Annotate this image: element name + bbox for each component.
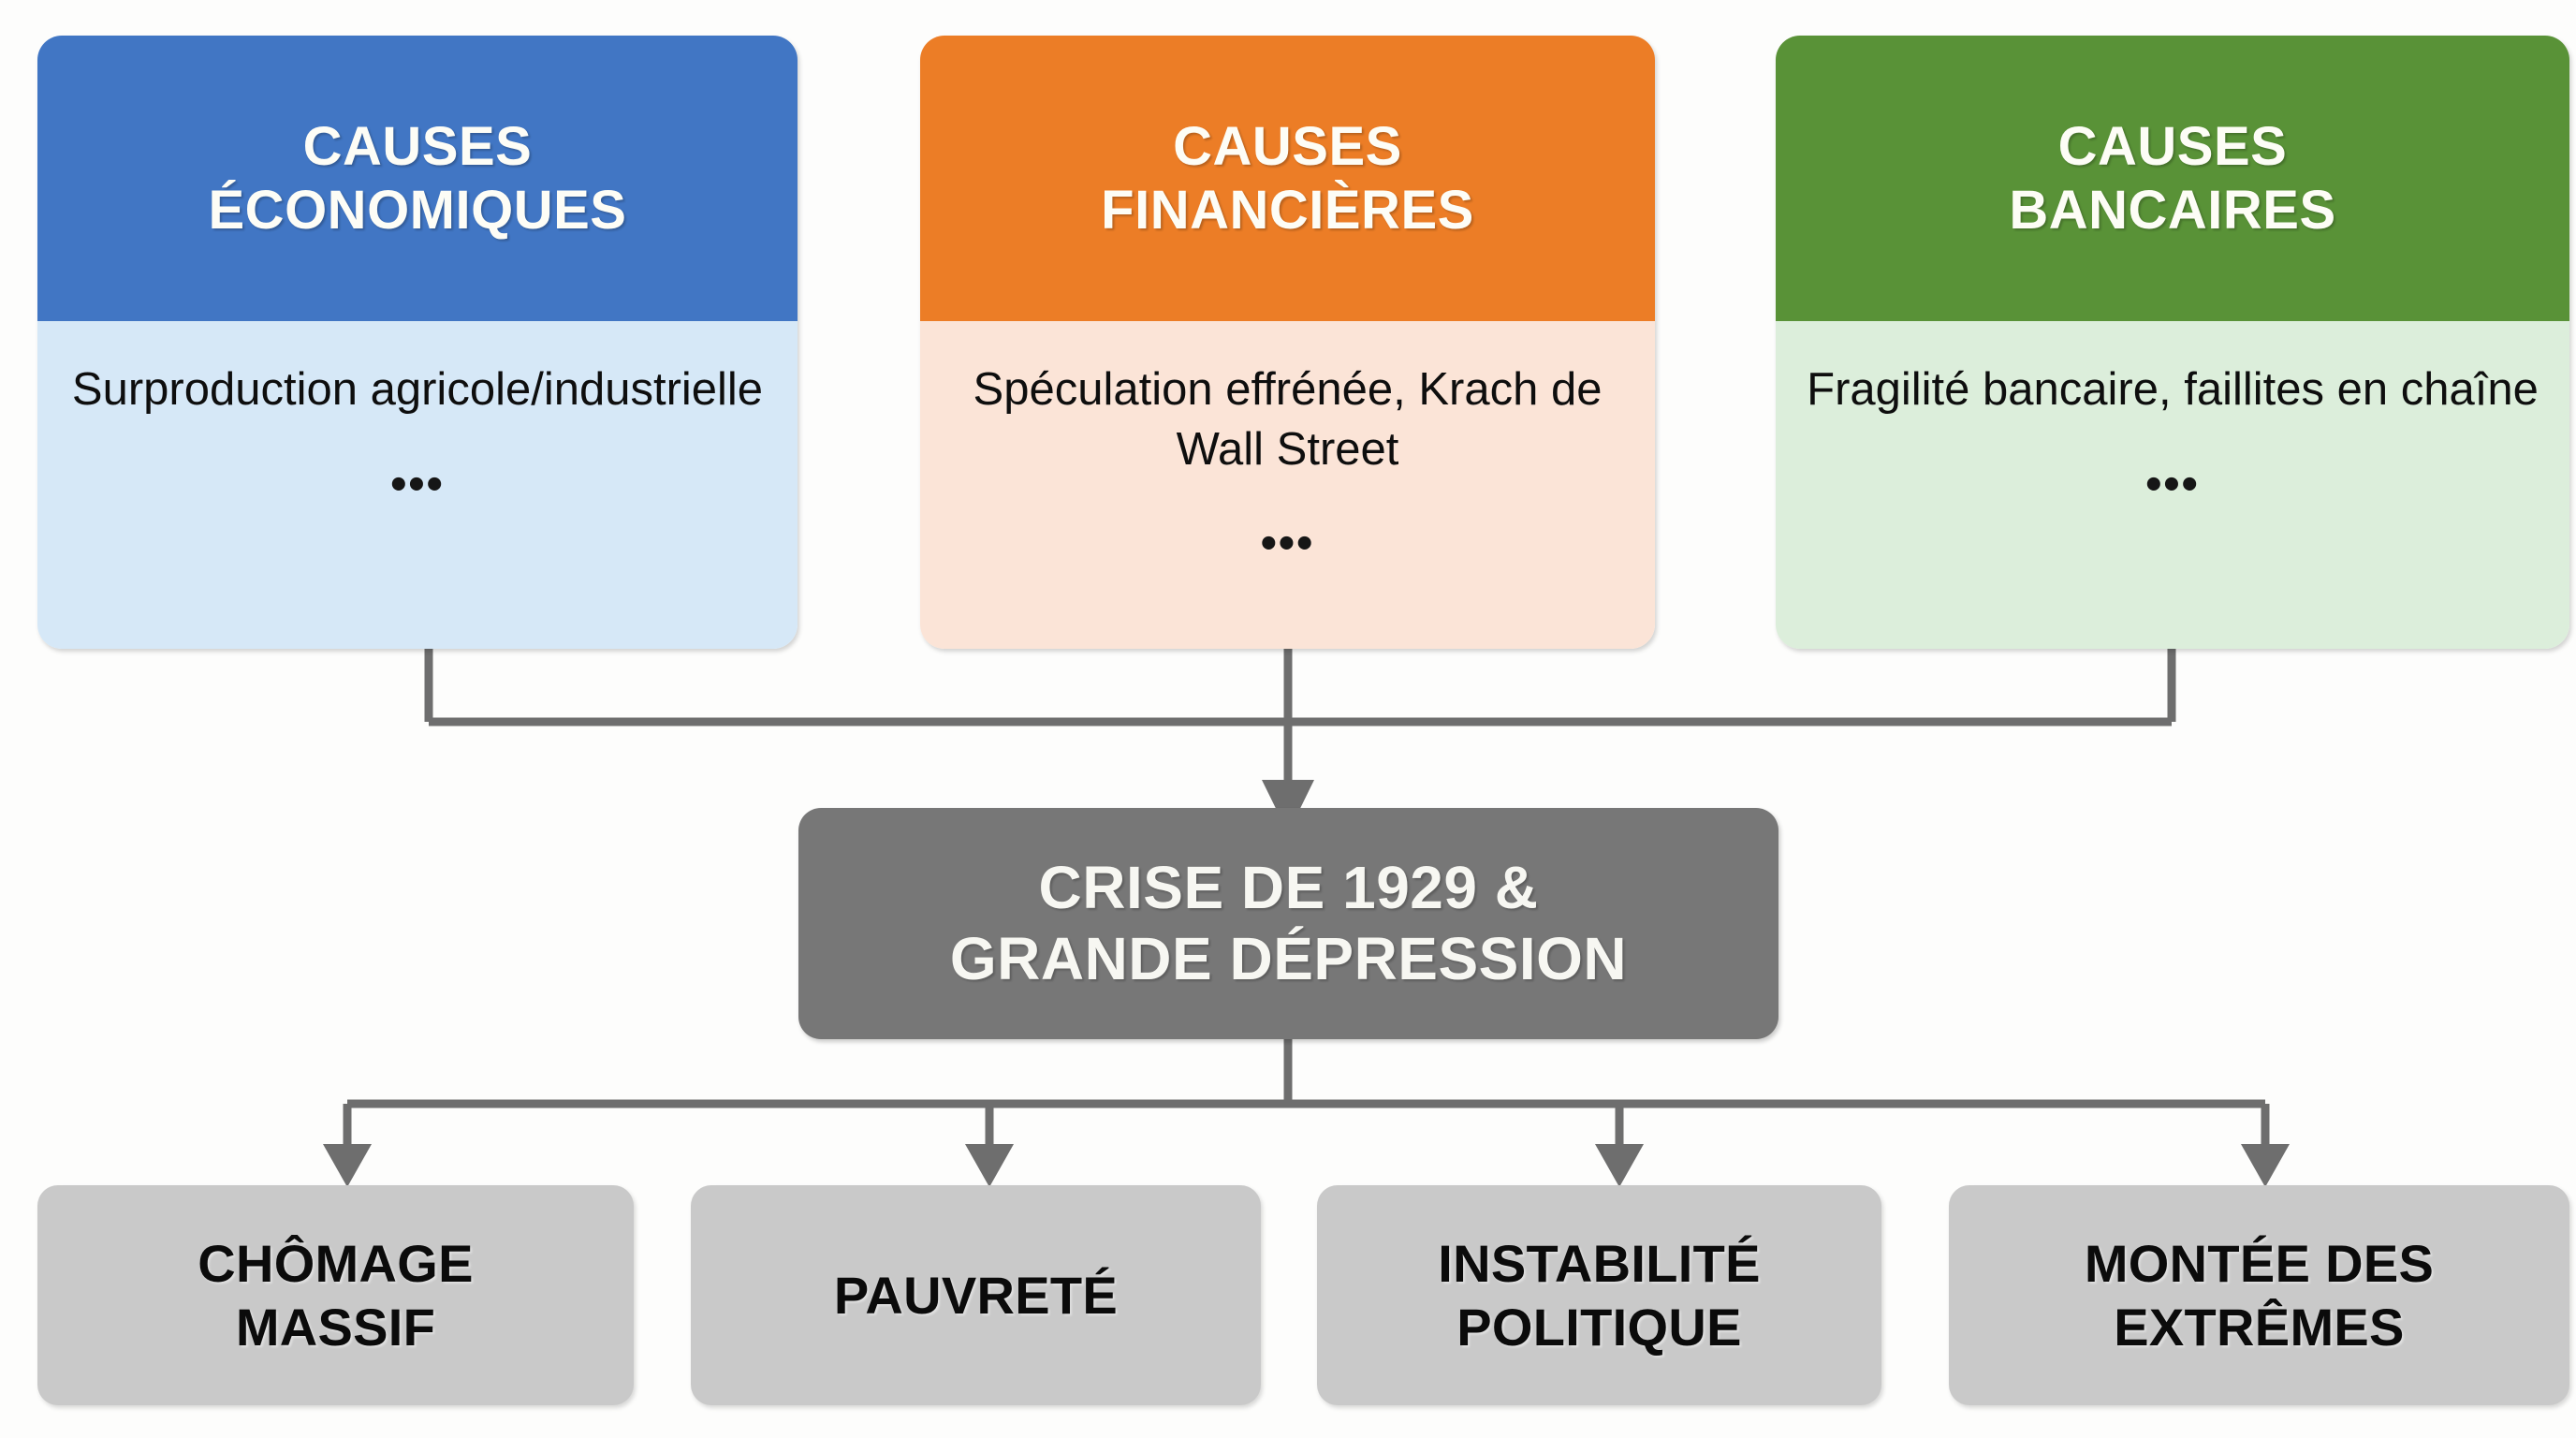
cause-card-economiques[interactable]: CAUSES ÉCONOMIQUES Surproduction agricol… [37, 36, 798, 649]
consequence-label-extremes: MONTÉE DES EXTRÊMES [2084, 1234, 2435, 1357]
ellipsis-bancaires: ••• [2145, 458, 2200, 509]
consequence-box-pauvrete[interactable]: PAUVRETÉ [691, 1185, 1261, 1405]
ellipsis-economiques: ••• [390, 458, 445, 509]
arrowhead-cons-0 [323, 1144, 372, 1187]
consequence-label-instabilite: INSTABILITÉ POLITIQUE [1438, 1234, 1761, 1357]
cause-card-bancaires[interactable]: CAUSES BANCAIRES Fragilité bancaire, fai… [1776, 36, 2569, 649]
cause-text-economiques: Surproduction agricole/industrielle [71, 364, 764, 415]
consequence-box-chomage[interactable]: CHÔMAGE MASSIF [37, 1185, 634, 1405]
consequence-box-instabilite[interactable]: INSTABILITÉ POLITIQUE [1317, 1185, 1881, 1405]
cause-card-header-economiques: CAUSES ÉCONOMIQUES [37, 36, 798, 321]
consequence-box-extremes[interactable]: MONTÉE DES EXTRÊMES [1949, 1185, 2569, 1405]
cause-card-header-financieres: CAUSES FINANCIÈRES [920, 36, 1655, 321]
cause-text-financieres: Spéculation effrénée, Krach de Wall Stre… [973, 364, 1603, 475]
cause-card-body-bancaires: Fragilité bancaire, faillites en chaîne … [1776, 321, 2569, 649]
crisis-node-label: CRISE DE 1929 & GRANDE DÉPRESSION [949, 853, 1628, 992]
arrowhead-cons-1 [965, 1144, 1014, 1187]
crisis-node[interactable]: CRISE DE 1929 & GRANDE DÉPRESSION [798, 808, 1778, 1039]
arrowhead-cons-2 [1595, 1144, 1644, 1187]
cause-card-body-financieres: Spéculation effrénée, Krach de Wall Stre… [920, 321, 1655, 649]
cause-card-financieres[interactable]: CAUSES FINANCIÈRES Spéculation effrénée,… [920, 36, 1655, 649]
consequence-label-pauvrete: PAUVRETÉ [833, 1265, 1119, 1325]
cause-text-bancaires: Fragilité bancaire, faillites en chaîne [1807, 364, 2539, 415]
consequence-label-chomage: CHÔMAGE MASSIF [198, 1234, 474, 1357]
cause-card-header-bancaires: CAUSES BANCAIRES [1776, 36, 2569, 321]
ellipsis-financieres: ••• [1260, 518, 1315, 569]
cause-card-body-economiques: Surproduction agricole/industrielle ••• [37, 321, 798, 649]
arrowhead-cons-3 [2241, 1144, 2290, 1187]
